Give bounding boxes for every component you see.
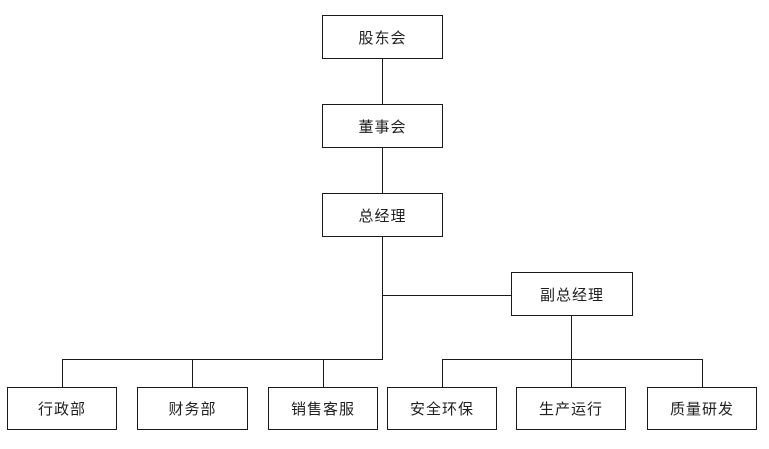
node-board-of-directors: 董事会 [322,104,443,148]
node-safety-environment: 安全环保 [387,387,497,430]
node-production-operation: 生产运行 [516,387,626,430]
node-admin-dept: 行政部 [7,387,117,430]
node-sales-customer-service: 销售客服 [268,387,378,430]
node-deputy-general-manager: 副总经理 [511,272,633,316]
node-quality-rnd: 质量研发 [647,387,757,430]
node-general-manager: 总经理 [322,193,443,237]
node-shareholders-meeting: 股东会 [322,15,443,59]
node-finance-dept: 财务部 [137,387,248,430]
